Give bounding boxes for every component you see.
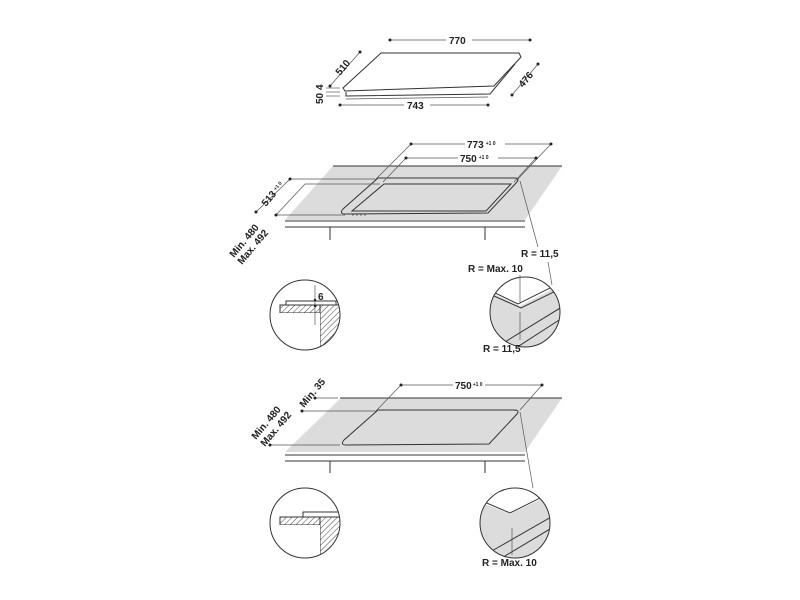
cutout-outline bbox=[341, 409, 519, 446]
corner-radius-label: R = 11,5 bbox=[521, 249, 559, 260]
dim-glass-4: 4 bbox=[315, 84, 326, 90]
dim-750-standard: 750+1 0 bbox=[455, 381, 483, 392]
detail-corner-radius: R = 11,5 bbox=[483, 344, 521, 355]
hob-dimension-view: 770 510 476 743 50 4 bbox=[315, 34, 540, 112]
flush-install-view: 773+1 0 750+1 0 513+1 0 Min. 480 Max. 49… bbox=[228, 138, 562, 355]
hob-base-edge bbox=[345, 63, 516, 97]
cutout-outline bbox=[350, 183, 513, 212]
dim-770: 770 bbox=[449, 36, 466, 47]
countertop bbox=[285, 398, 562, 452]
corner-radius-max-label: R = Max. 10 bbox=[482, 558, 537, 569]
corner-detail-flush: R = 11,5 bbox=[483, 275, 561, 355]
back-distance-min: Min. 35 bbox=[298, 377, 328, 410]
corner-detail-standard: R = Max. 10 bbox=[479, 487, 551, 569]
dim-513: 513+1 0 bbox=[260, 180, 287, 209]
rebate-outline bbox=[340, 177, 519, 215]
dim-773: 773+1 0 bbox=[467, 140, 496, 151]
hob-glass-top bbox=[342, 52, 522, 92]
rebate-depth-6: 6 bbox=[318, 292, 324, 303]
dim-476: 476 bbox=[517, 70, 536, 90]
rebate-detail: 6 bbox=[269, 279, 341, 351]
dim-height-50: 50 bbox=[315, 92, 326, 104]
countertop bbox=[285, 166, 562, 220]
standard-install-view: 750+1 0 Min. 35 Min. 480 Max. 492 bbox=[250, 377, 562, 569]
dim-510: 510 bbox=[334, 58, 353, 78]
surface-mount-detail bbox=[269, 487, 341, 559]
corner-radius-max-label: R = Max. 10 bbox=[468, 264, 523, 275]
dim-743: 743 bbox=[407, 101, 424, 112]
dim-750-flush: 750+1 0 bbox=[460, 154, 489, 165]
